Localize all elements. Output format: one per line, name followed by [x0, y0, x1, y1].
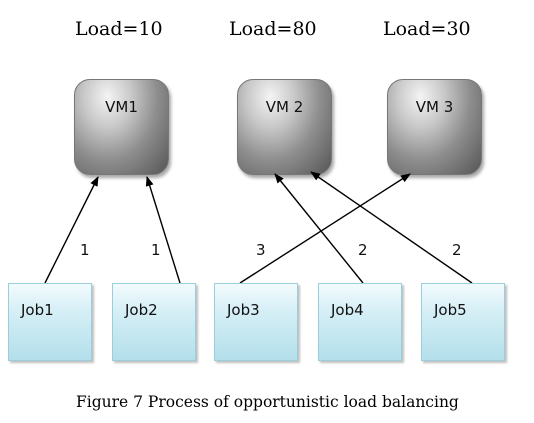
edge-weight-job5: 2 — [452, 241, 462, 259]
edge-weight-job2: 1 — [151, 241, 161, 259]
edge-job5-vm2 — [310, 171, 473, 284]
load-label-vm2: Load=80 — [229, 18, 317, 40]
vm-label: VM 3 — [415, 98, 454, 116]
job-node-2: Job2 — [112, 283, 196, 361]
vm-node-2: VM 2 — [237, 79, 332, 175]
job-label: Job3 — [227, 301, 260, 319]
job-node-3: Job3 — [214, 283, 298, 361]
vm-node-1: VM1 — [74, 79, 169, 175]
job-node-5: Job5 — [421, 283, 505, 361]
edge-weight-job4: 2 — [358, 241, 368, 259]
edge-job3-vm3 — [239, 173, 411, 284]
vm-label: VM1 — [105, 98, 138, 116]
edge-job4-vm2 — [274, 173, 364, 284]
load-label-vm1: Load=10 — [75, 18, 163, 40]
load-label-vm3: Load=30 — [383, 18, 471, 40]
job-node-1: Job1 — [8, 283, 92, 361]
job-label: Job2 — [125, 301, 158, 319]
vm-label: VM 2 — [265, 98, 304, 116]
job-label: Job1 — [21, 301, 54, 319]
job-label: Job5 — [434, 301, 467, 319]
edge-job2-vm1 — [145, 176, 181, 284]
figure-caption: Figure 7 Process of opportunistic load b… — [76, 393, 459, 411]
edge-job1-vm1 — [44, 176, 99, 284]
edge-weight-job3: 3 — [256, 241, 266, 259]
edge-weight-job1: 1 — [80, 241, 90, 259]
job-label: Job4 — [331, 301, 364, 319]
job-node-4: Job4 — [318, 283, 402, 361]
vm-node-3: VM 3 — [387, 79, 482, 175]
